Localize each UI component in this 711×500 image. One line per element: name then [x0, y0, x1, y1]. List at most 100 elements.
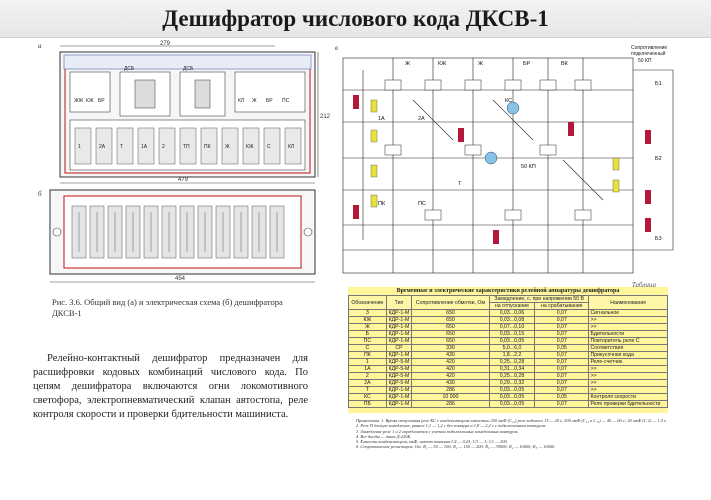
table-cell: КДР-1-М: [385, 337, 413, 345]
table-notes: Примечания. 1. Время отпускания реле КС …: [356, 418, 676, 450]
dim-mid: 479: [178, 177, 189, 183]
table-cell: 0,07...0,10: [488, 323, 536, 331]
table-cell: СР: [385, 344, 413, 352]
dim-side: 212: [320, 114, 331, 120]
table-cell: 650: [411, 330, 490, 338]
table-cell: 0,07: [534, 358, 590, 366]
table-cell: КДР-5-М: [385, 379, 413, 387]
table-cell: 0,07: [534, 337, 590, 345]
table-cell: КЖ: [348, 316, 387, 324]
dim-bottom: 454: [175, 276, 186, 282]
relay-label: ЖЖ: [74, 98, 84, 104]
relay-label: КЛ: [238, 98, 244, 104]
col-subheader: на отпускание: [488, 302, 536, 310]
relay-label: ДСБ: [183, 66, 194, 72]
table-cell: 0,03...0,08: [488, 316, 536, 324]
table-cell: 0,25...0,28: [488, 372, 536, 380]
table-cell: 430: [411, 351, 490, 359]
table-cell: 0,07: [534, 309, 590, 317]
relay-label: Ж: [225, 144, 230, 150]
relay-label: С: [267, 144, 271, 150]
note-line: 5. Емкости конденсаторов, мкФ, имеют зна…: [356, 439, 508, 445]
schematic-label: КС: [505, 98, 512, 104]
table-cell: 650: [411, 337, 490, 345]
schematic-label: Ж: [405, 61, 410, 67]
body-paragraph: Релейно-контактный дешифратор предназнач…: [33, 353, 308, 420]
table-cell: 650: [411, 309, 490, 317]
note-line: 3. Замедление реле 1 и 2 определяется с …: [356, 428, 519, 434]
col-header: Обозначение: [348, 295, 387, 310]
relay-label: 2: [162, 144, 165, 150]
schematic-label: 50 КП: [521, 164, 536, 170]
table-cell: 0,07: [534, 330, 590, 338]
table-cell: 0,03...0,05: [488, 393, 536, 401]
table-cell: КДР-1-М: [385, 323, 413, 331]
note-line: 6. Сопротивление резисторов, Ом: R₁ — 50…: [356, 444, 556, 450]
table-cell: Соответствия: [588, 344, 668, 352]
table-cell: >>: [588, 372, 668, 380]
table-cell: >>: [588, 386, 668, 394]
title-band: [0, 0, 711, 38]
table-cell: КС: [348, 393, 387, 401]
schematic-label: Б1: [655, 81, 662, 87]
table-cell: Б: [348, 330, 387, 338]
note-top3: 50 КП: [638, 58, 652, 64]
table-cell: Сигнальное: [588, 309, 668, 317]
table-cell: 2: [348, 372, 387, 380]
table-cell: С: [348, 344, 387, 352]
table-cell: Бдительности: [588, 330, 668, 338]
relay-label: ПК: [204, 144, 211, 150]
table-cell: ПК: [348, 351, 387, 359]
drawing-view-b: б 454: [38, 189, 316, 283]
table-cell: >>: [588, 365, 668, 373]
label-a: а: [38, 42, 42, 50]
relay-label: БР: [266, 98, 273, 104]
schematic-label: КЖ: [438, 61, 446, 67]
col-header: Замедление, с, при напряжении 50 В: [488, 295, 590, 303]
figure-caption: Рис. 3.6. Общий вид (а) и электрическая …: [52, 297, 283, 318]
relay-table: Обозначение Тип Сопротивление обмотки, О…: [348, 295, 668, 408]
schematic-label: Ж: [478, 61, 483, 67]
schematic-label: Б2: [655, 156, 662, 162]
table-cell: Т: [348, 386, 387, 394]
table-cell: 0,05: [534, 393, 590, 401]
table-cell: 1: [348, 358, 387, 366]
table-cell: 0,03...0,05: [488, 400, 536, 408]
table-cell: 0,31...0,34: [488, 365, 536, 373]
table-cell: З: [348, 309, 387, 317]
schematic-label: БР: [523, 61, 531, 67]
table-cell: 0,03...0,06: [488, 309, 536, 317]
relay-label: 2А: [99, 144, 106, 150]
schematic-label: Б3: [655, 236, 662, 242]
table-cell: 420: [411, 365, 490, 373]
table-cell: 0,07: [534, 372, 590, 380]
col-subheader: на срабатывание: [534, 302, 590, 310]
relay-label: КЖ: [86, 98, 94, 104]
table-cell: 286: [411, 400, 490, 408]
table-cell: Контроля скорости: [588, 393, 668, 401]
col-header: Сопротивление обмотки, Ом: [411, 295, 490, 310]
relay-table-panel: Временные и электрические характеристики…: [348, 287, 668, 413]
schematic-label: ПС: [418, 201, 426, 207]
col-header: Наименование: [588, 295, 668, 310]
table-title: Временные и электрические характеристики…: [396, 288, 620, 294]
table-cell: 0,05: [534, 344, 590, 352]
table-cell: КДР-1-М: [385, 393, 413, 401]
table-cell: 650: [411, 323, 490, 331]
table-cell: 650: [411, 316, 490, 324]
table-cell: 420: [411, 358, 490, 366]
table-cell: Прикусочная кода: [588, 351, 668, 359]
device-drawing: а 279 ЖЖ КЖ БР ДСБ ДСБ КЛ Ж БР: [38, 41, 331, 283]
label-b: б: [38, 190, 42, 198]
table-cell: Реле-счетчик: [588, 358, 668, 366]
